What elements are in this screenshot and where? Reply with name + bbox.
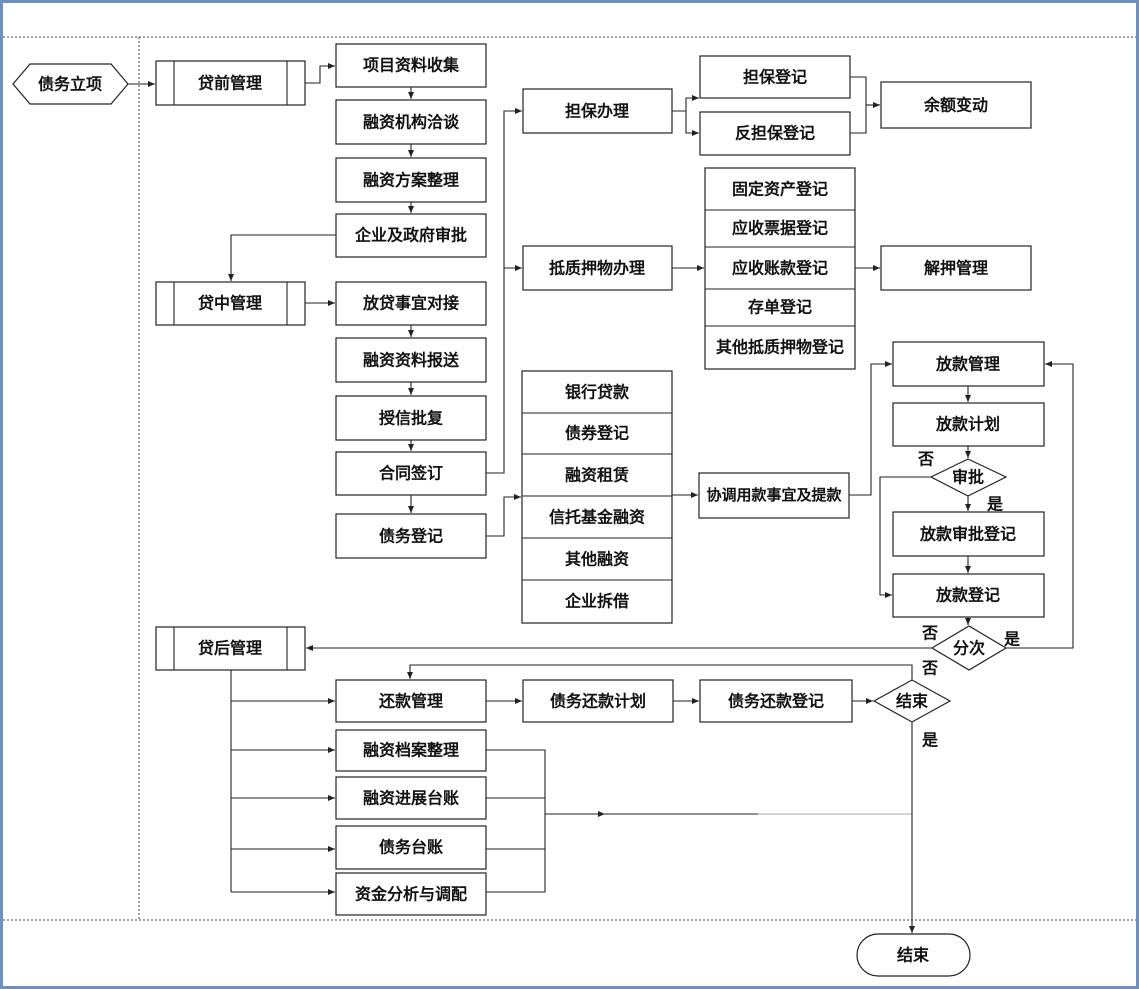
finish-decision: 结束 bbox=[872, 679, 952, 723]
svg-text:债务登记: 债务登记 bbox=[379, 527, 443, 546]
pledge-item: 其他抵质押物登记 bbox=[716, 338, 844, 357]
mid-step-3: 授信批复 bbox=[335, 395, 487, 441]
svg-text:放款登记: 放款登记 bbox=[935, 586, 1000, 605]
pledge-item: 应收账款登记 bbox=[732, 259, 828, 278]
repay-plan: 债务还款计划 bbox=[522, 679, 674, 723]
svg-text:资金分析与调配: 资金分析与调配 bbox=[355, 885, 467, 904]
phase-mid-label: 贷中管理 bbox=[198, 294, 262, 313]
svg-text:放款审批登记: 放款审批登记 bbox=[919, 525, 1016, 544]
finance-type: 债券登记 bbox=[565, 424, 629, 443]
pre-step-4: 企业及政府审批 bbox=[335, 213, 487, 258]
svg-text:融资机构洽谈: 融资机构洽谈 bbox=[363, 113, 460, 132]
end-node: 结束 bbox=[856, 933, 971, 977]
svg-text:债务还款计划: 债务还款计划 bbox=[550, 692, 646, 711]
svg-text:担保办理: 担保办理 bbox=[565, 102, 629, 121]
svg-text:放贷事宜对接: 放贷事宜对接 bbox=[362, 294, 459, 313]
post-step-2: 融资进展台账 bbox=[335, 776, 487, 820]
phase-pre-label: 贷前管理 bbox=[198, 74, 262, 93]
yes-label: 是 bbox=[1003, 630, 1020, 649]
svg-text:担保登记: 担保登记 bbox=[743, 68, 807, 87]
svg-text:结束: 结束 bbox=[895, 692, 929, 711]
pre-step-2: 融资机构洽谈 bbox=[335, 99, 487, 145]
svg-text:债务还款登记: 债务还款登记 bbox=[728, 692, 824, 711]
svg-text:反担保登记: 反担保登记 bbox=[735, 124, 815, 143]
repay-manage: 还款管理 bbox=[335, 679, 487, 723]
post-step-4: 资金分析与调配 bbox=[335, 872, 487, 916]
mid-step-1: 放贷事宜对接 bbox=[335, 281, 487, 326]
phase-mid: 贷中管理 bbox=[155, 281, 306, 326]
svg-text:审批: 审批 bbox=[952, 468, 984, 487]
finance-type: 其他融资 bbox=[565, 550, 629, 569]
svg-text:企业及政府审批: 企业及政府审批 bbox=[354, 226, 467, 245]
svg-text:合同签订: 合同签订 bbox=[379, 464, 443, 483]
repay-register: 债务还款登记 bbox=[699, 679, 853, 723]
svg-text:债务台账: 债务台账 bbox=[379, 838, 443, 857]
approve-decision: 审批 bbox=[929, 458, 1008, 497]
balance-change: 余额变动 bbox=[880, 81, 1032, 129]
mid-step-4: 合同签订 bbox=[335, 451, 487, 496]
mid-step-5: 债务登记 bbox=[335, 513, 487, 559]
svg-text:余额变动: 余额变动 bbox=[923, 96, 988, 115]
post-step-3: 债务台账 bbox=[335, 825, 487, 870]
svg-text:融资方案整理: 融资方案整理 bbox=[363, 171, 459, 190]
phase-pre: 贷前管理 bbox=[155, 60, 306, 106]
release-pledge: 解押管理 bbox=[880, 245, 1032, 291]
finance-types: 银行贷款 债券登记 融资租赁 信托基金融资 其他融资 企业拆借 bbox=[521, 370, 673, 624]
svg-text:融资进展台账: 融资进展台账 bbox=[363, 789, 459, 808]
mid-step-2: 融资资料报送 bbox=[335, 337, 487, 383]
guarantee-register: 担保登记 bbox=[699, 55, 851, 99]
svg-text:放款计划: 放款计划 bbox=[935, 415, 1000, 434]
phase-post: 贷后管理 bbox=[155, 626, 306, 671]
no-label: 否 bbox=[921, 624, 938, 643]
svg-text:融资档案整理: 融资档案整理 bbox=[363, 741, 459, 760]
start-label: 债务立项 bbox=[38, 75, 102, 94]
svg-text:授信批复: 授信批复 bbox=[379, 409, 444, 428]
pre-step-1: 项目资料收集 bbox=[335, 43, 487, 88]
counter-guarantee-register: 反担保登记 bbox=[699, 111, 851, 156]
pre-step-3: 融资方案整理 bbox=[335, 157, 487, 203]
guarantee-handle: 担保办理 bbox=[522, 88, 673, 134]
finance-type: 企业拆借 bbox=[564, 592, 629, 611]
svg-text:融资资料报送: 融资资料报送 bbox=[363, 351, 460, 370]
batch-decision: 分次 bbox=[930, 625, 1008, 671]
yes-label: 是 bbox=[986, 495, 1003, 514]
post-step-1: 融资档案整理 bbox=[335, 729, 487, 772]
loan-plan: 放款计划 bbox=[892, 402, 1045, 447]
svg-text:项目资料收集: 项目资料收集 bbox=[363, 56, 460, 75]
no-label: 否 bbox=[917, 450, 934, 469]
coordinate-drawdown: 协调用款事宜及提款 bbox=[698, 472, 850, 519]
svg-text:放款管理: 放款管理 bbox=[935, 355, 1000, 374]
pledge-item: 应收票据登记 bbox=[732, 219, 828, 238]
pledge-handle: 抵质押物办理 bbox=[522, 245, 673, 291]
loan-manage: 放款管理 bbox=[892, 341, 1045, 387]
finance-type: 融资租赁 bbox=[565, 466, 629, 485]
finance-type: 信托基金融资 bbox=[549, 508, 645, 527]
phase-post-label: 贷后管理 bbox=[198, 639, 262, 658]
svg-text:还款管理: 还款管理 bbox=[378, 692, 443, 711]
svg-text:结束: 结束 bbox=[896, 946, 930, 965]
yes-label: 是 bbox=[921, 731, 938, 750]
svg-text:协调用款事宜及提款: 协调用款事宜及提款 bbox=[706, 486, 842, 504]
pledge-items: 固定资产登记 应收票据登记 应收账款登记 存单登记 其他抵质押物登记 bbox=[704, 167, 856, 370]
pledge-item: 固定资产登记 bbox=[732, 180, 828, 199]
pledge-item: 存单登记 bbox=[748, 298, 812, 317]
finance-type: 银行贷款 bbox=[565, 383, 630, 402]
loan-approve-register: 放款审批登记 bbox=[892, 511, 1045, 557]
svg-text:分次: 分次 bbox=[953, 639, 985, 658]
connectors bbox=[128, 63, 1074, 933]
loan-register: 放款登记 bbox=[892, 573, 1045, 618]
svg-text:抵质押物办理: 抵质押物办理 bbox=[549, 259, 645, 278]
start-node: 债务立项 bbox=[12, 63, 129, 105]
svg-text:解押管理: 解押管理 bbox=[924, 259, 988, 278]
no-label: 否 bbox=[921, 659, 938, 678]
